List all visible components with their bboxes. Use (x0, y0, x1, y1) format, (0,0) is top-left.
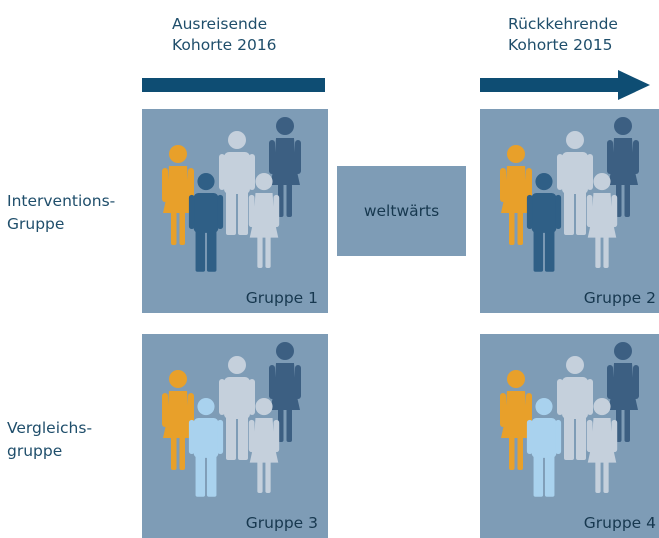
timeline-bar-left (142, 78, 325, 92)
group-panel-1: Gruppe 1 (142, 109, 328, 313)
group-panel-2: Gruppe 2 (480, 109, 659, 313)
group-panel-4: Gruppe 4 (480, 334, 659, 538)
weltwaerts-box: weltwärts (337, 166, 466, 256)
people-group-icon (500, 342, 639, 497)
people-group-icon (500, 117, 639, 272)
timeline-arrow-right (480, 70, 650, 100)
group-label: Gruppe 3 (245, 514, 318, 532)
group-label: Gruppe 1 (245, 289, 318, 307)
row-label-comparison: Vergleichs- gruppe (7, 419, 93, 460)
group-label: Gruppe 4 (583, 514, 656, 532)
column-heading-left: Ausreisende Kohorte 2016 (172, 15, 277, 54)
people-group-icon (162, 342, 301, 497)
row-label-intervention: Interventions- Gruppe (7, 192, 116, 233)
column-heading-right: Rückkehrende Kohorte 2015 (508, 15, 618, 54)
people-group-icon (162, 117, 301, 272)
group-panel-3: Gruppe 3 (142, 334, 328, 538)
group-label: Gruppe 2 (583, 289, 656, 307)
weltwaerts-label: weltwärts (363, 202, 440, 220)
